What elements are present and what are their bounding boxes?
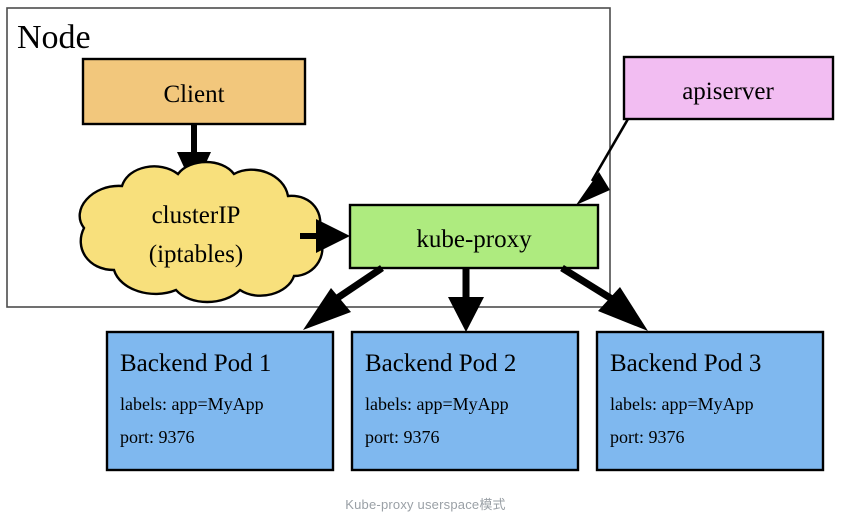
kube-proxy-label: kube-proxy [416, 226, 532, 253]
clusterip-cloud-shape [78, 160, 324, 304]
backend-pod-2: Backend Pod 2 labels: app=MyApp port: 93… [350, 330, 580, 472]
clusterip-cloud-node: clusterIP (iptables) [78, 160, 324, 304]
backend-pod-1-box [105, 330, 335, 472]
kube-proxy-box [348, 203, 600, 270]
backend-pod-2-title: Backend Pod 2 [365, 350, 516, 377]
clusterip-label-line1: clusterIP [152, 202, 241, 229]
backend-pod-1: Backend Pod 1 labels: app=MyApp port: 93… [105, 330, 335, 472]
backend-pod-3-port: port: 9376 [610, 427, 685, 447]
backend-pod-2-labels: labels: app=MyApp [365, 394, 509, 414]
arrowhead-kubeproxy-pod-1 [303, 288, 351, 330]
arrowhead-clusterip-kubeproxy [316, 219, 350, 253]
node-boundary-frame [6, 7, 611, 308]
apiserver-node: apiserver [622, 55, 835, 121]
kube-proxy-node: kube-proxy [348, 203, 600, 270]
apiserver-box [622, 55, 835, 121]
backend-pod-1-title: Backend Pod 1 [120, 350, 271, 377]
edge-kubeproxy-to-pod-3 [560, 265, 648, 331]
arrowhead-kubeproxy-pod-3 [598, 287, 648, 331]
backend-pod-2-box [350, 330, 580, 472]
node-boundary-label: Node [17, 19, 91, 56]
backend-pod-1-labels: labels: app=MyApp [120, 394, 264, 414]
edge-kubeproxy-to-pod-2 [448, 268, 484, 332]
backend-pod-3-box [595, 330, 825, 472]
edge-clusterip-to-kubeproxy [300, 219, 350, 253]
edge-kubeproxy-to-pod-1 [303, 265, 384, 330]
diagram-caption: Kube-proxy userspace模式 [345, 497, 506, 512]
apiserver-label: apiserver [682, 78, 774, 105]
clusterip-label-line2: (iptables) [149, 241, 243, 268]
edge-apiserver-to-kubeproxy [576, 118, 630, 205]
arrowhead-kubeproxy-pod-2 [448, 297, 484, 332]
backend-pod-3: Backend Pod 3 labels: app=MyApp port: 93… [595, 330, 825, 472]
arrowhead-apiserver-kubeproxy [576, 172, 610, 205]
client-label: Client [163, 81, 224, 108]
backend-pod-2-port: port: 9376 [365, 427, 440, 447]
backend-pod-3-title: Backend Pod 3 [610, 350, 761, 377]
backend-pod-3-labels: labels: app=MyApp [610, 394, 754, 414]
client-node: Client [81, 57, 307, 126]
backend-pod-1-port: port: 9376 [120, 427, 195, 447]
